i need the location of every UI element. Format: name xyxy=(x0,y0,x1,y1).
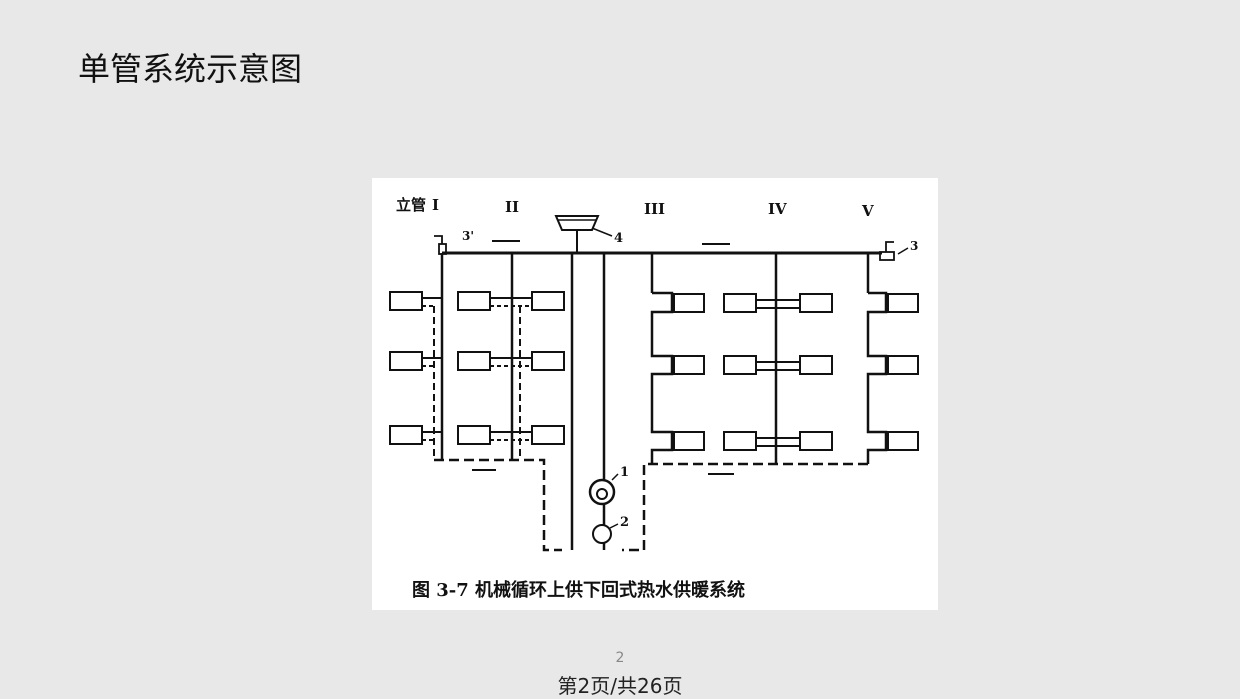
component-label-4: 4 xyxy=(614,231,623,246)
component-label-2: 2 xyxy=(620,515,629,530)
riser-2 xyxy=(457,253,565,460)
riser-label-2: II xyxy=(505,198,519,216)
component-label-3: 3 xyxy=(910,239,918,253)
riser-1 xyxy=(389,253,444,460)
return-main-left xyxy=(434,458,562,552)
diagram-canvas: 立管 I II III IV V 4 3' 3 xyxy=(389,196,919,601)
slide-number: 2 xyxy=(615,650,625,666)
riser-label-4: IV xyxy=(768,200,787,218)
component-label-1: 1 xyxy=(620,465,629,480)
figure-caption: 图 3-7 机械循环上供下回式热水供暖系统 xyxy=(412,579,745,601)
air-vent-left xyxy=(434,235,447,255)
riser-label-3: III xyxy=(644,200,665,218)
riser-label-5: V xyxy=(861,202,874,220)
riser-4 xyxy=(723,253,833,464)
component-label-3-prime: 3' xyxy=(462,229,474,243)
return-main-right xyxy=(622,462,868,552)
riser-prefix-label: 立管 xyxy=(396,196,426,214)
pump-leader-line xyxy=(611,473,619,481)
boiler xyxy=(592,524,612,544)
circulating-pump xyxy=(588,478,616,506)
vent-leader-line xyxy=(897,247,909,255)
riser-label-1: I xyxy=(432,196,439,214)
tank-leader-line xyxy=(591,227,613,237)
heating-system-diagram: 立管 I II III IV V 4 3' 3 xyxy=(372,178,938,610)
riser-3 xyxy=(650,253,705,464)
air-vent-right xyxy=(879,241,895,261)
boiler-leader-line xyxy=(609,523,619,529)
expansion-tank xyxy=(554,215,600,253)
page-indicator: 第2页/共26页 xyxy=(557,674,683,698)
slide-title: 单管系统示意图 xyxy=(78,50,303,88)
riser-5 xyxy=(866,253,919,464)
